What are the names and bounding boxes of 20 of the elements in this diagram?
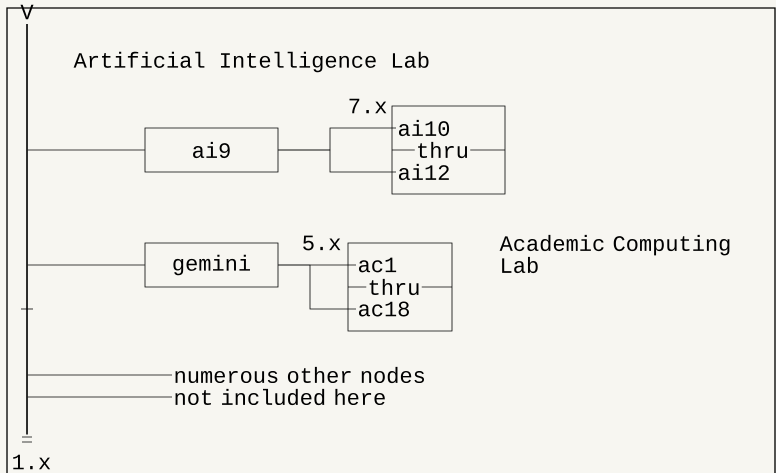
range-label: thru [366,278,422,296]
connector-line [27,396,172,398]
host-name: ac1 [358,258,396,272]
group-heading: Academic Computing Lab [500,234,730,274]
node-label: 5.x [303,236,340,250]
note-text: numerous other nodes not included here [176,366,424,406]
connector-line [278,150,396,172]
host-name: ac18 [358,302,409,316]
network-label: 1.x [13,454,50,470]
backbone-line [26,24,28,435]
host-box: gemini [144,242,278,288]
connector-line [27,264,145,266]
group-heading: Artificial Intelligence Lab [74,52,428,72]
range-label: thru [414,140,470,160]
connector-line [27,374,172,376]
node-label: 7.x [349,98,386,114]
connector-line [278,264,356,310]
host-name: ai10 [398,120,450,136]
host-name: ai12 [398,164,449,180]
host-box: ai9 [144,128,278,172]
